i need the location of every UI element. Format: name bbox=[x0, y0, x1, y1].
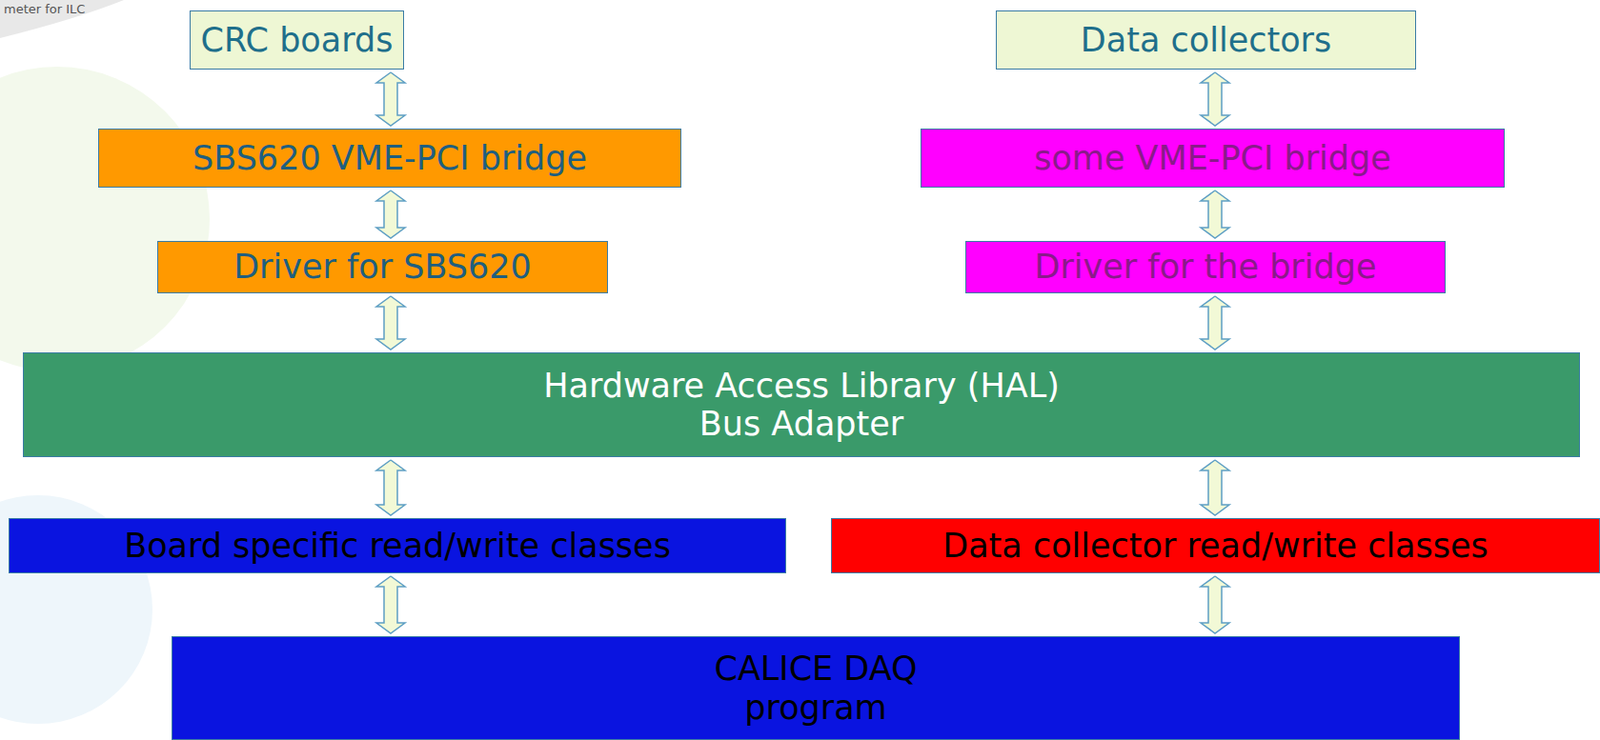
double-arrow bbox=[376, 296, 406, 350]
background-swirl bbox=[0, 66, 210, 372]
box-text: Driver for SBS620 bbox=[233, 247, 532, 286]
driver-box: Driver for the bridge bbox=[965, 241, 1446, 294]
program-band: CALICE DAQprogram bbox=[171, 636, 1460, 740]
box-text: Board specific read/write classes bbox=[123, 526, 671, 566]
box-text: program bbox=[744, 688, 887, 728]
double-arrow bbox=[376, 576, 406, 634]
box-text: CALICE DAQ bbox=[713, 649, 917, 689]
logo-swoosh bbox=[0, 0, 124, 39]
class-box: Board specific read/write classes bbox=[8, 518, 787, 574]
double-arrow bbox=[376, 460, 406, 516]
box-text: Data collectors bbox=[1080, 20, 1332, 60]
double-arrow bbox=[1200, 460, 1230, 516]
box-text: CRC boards bbox=[201, 20, 394, 60]
box-text: Bus Adapter bbox=[699, 405, 904, 444]
hardware-box: CRC boards bbox=[189, 10, 406, 70]
double-arrow bbox=[1200, 296, 1230, 350]
box-text: Data collector read/write classes bbox=[942, 526, 1489, 566]
box-text: some VME-PCI bridge bbox=[1033, 139, 1392, 178]
double-arrow bbox=[376, 72, 406, 126]
library-band: Hardware Access Library (HAL)Bus Adapter bbox=[22, 352, 1580, 458]
logo-text: meter for ILC bbox=[3, 1, 85, 17]
bridge-box: SBS620 VME-PCI bridge bbox=[98, 128, 682, 188]
double-arrow bbox=[1200, 72, 1230, 126]
class-box: Data collector read/write classes bbox=[830, 518, 1600, 574]
box-text: Driver for the bridge bbox=[1034, 247, 1378, 286]
bridge-box: some VME-PCI bridge bbox=[920, 128, 1505, 188]
double-arrow bbox=[1200, 190, 1230, 239]
box-text: Hardware Access Library (HAL) bbox=[543, 366, 1060, 406]
double-arrow bbox=[376, 190, 406, 239]
double-arrow bbox=[1200, 576, 1230, 634]
box-text: SBS620 VME-PCI bridge bbox=[192, 139, 588, 178]
driver-box: Driver for SBS620 bbox=[157, 241, 608, 294]
hardware-box: Data collectors bbox=[995, 10, 1417, 70]
